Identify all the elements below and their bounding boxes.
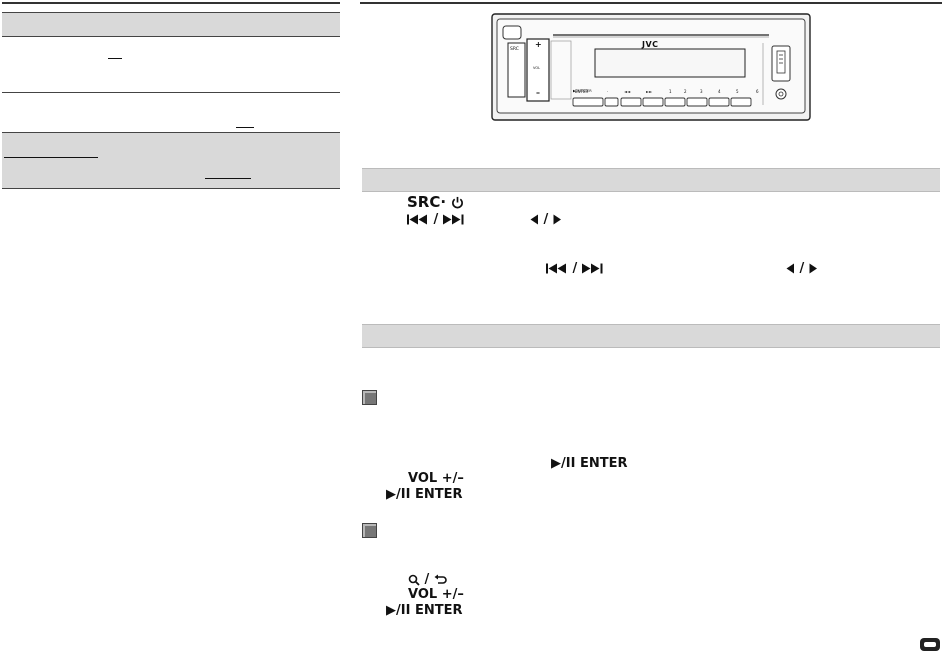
section-header-bar xyxy=(362,168,940,192)
enter-button-label[interactable]: ▶/II ENTER xyxy=(573,89,592,93)
left-arrow-icon xyxy=(530,214,538,225)
table-row xyxy=(2,92,340,133)
prev-track-icon xyxy=(407,214,427,225)
svg-text:ENTER: ENTER xyxy=(575,89,588,94)
prev-track-icon xyxy=(546,263,566,274)
next-track-icon xyxy=(581,263,603,274)
enter-label: ENTER xyxy=(579,456,628,471)
brand-logo: JVC xyxy=(642,40,659,49)
search-back-keys: / xyxy=(408,573,448,586)
play-pause-icon: ▶/II xyxy=(551,456,576,471)
left-right-keys: / xyxy=(530,213,562,226)
section-header-bar xyxy=(362,324,940,348)
table-bottom-rule xyxy=(2,188,340,189)
vol-plus-minus-label: VOL +/– xyxy=(408,471,464,486)
svg-text:·: · xyxy=(607,89,608,94)
next-track-icon xyxy=(442,214,464,225)
play-pause-icon: ▶/II xyxy=(386,487,411,502)
default-value-underline xyxy=(4,157,98,158)
src-power-key: SRC· xyxy=(407,195,464,210)
src-power-label: SRC· xyxy=(407,193,447,211)
table-row-shaded xyxy=(2,132,340,189)
slash-separator: / xyxy=(543,212,549,227)
section-top-rule xyxy=(360,2,942,4)
back-icon xyxy=(434,574,447,584)
step-marker-icon xyxy=(362,390,377,405)
search-icon xyxy=(408,574,420,586)
vol-knob-label: VOL xyxy=(533,66,541,70)
preset-button-3[interactable]: 3 xyxy=(700,89,703,94)
preset-button-6[interactable]: 6 xyxy=(756,89,759,94)
prev-next-keys: / xyxy=(546,262,604,275)
page-badge-icon xyxy=(920,638,940,651)
default-value-underline xyxy=(236,127,254,128)
left-right-keys: / xyxy=(786,262,818,275)
vol-key: VOL +/– xyxy=(408,472,464,485)
enter-key: ▶/II ENTER xyxy=(386,604,462,617)
default-value-underline xyxy=(205,178,251,179)
svg-text:◄◄: ◄◄ xyxy=(624,89,631,94)
table-header-row xyxy=(2,12,340,37)
enter-key: ▶/II ENTER xyxy=(386,488,462,501)
play-pause-icon: ▶/II xyxy=(386,603,411,618)
enter-label: ENTER xyxy=(414,603,463,618)
src-button-label[interactable]: SRC xyxy=(510,47,519,52)
table-top-rule xyxy=(2,2,340,4)
prev-next-keys: / xyxy=(407,213,465,226)
slash-separator: / xyxy=(572,261,578,276)
preset-button-1[interactable]: 1 xyxy=(669,89,672,94)
enter-key: ▶/II ENTER xyxy=(551,457,627,470)
preset-button-2[interactable]: 2 xyxy=(684,89,687,94)
slash-separator: / xyxy=(424,572,430,587)
slash-separator: / xyxy=(433,212,439,227)
svg-text:►►: ►► xyxy=(646,89,653,94)
right-arrow-icon xyxy=(809,263,817,274)
preset-button-4[interactable]: 4 xyxy=(718,89,721,94)
step-marker-icon xyxy=(362,523,377,538)
default-value-underline xyxy=(108,58,122,59)
left-arrow-icon xyxy=(786,263,794,274)
car-receiver-illustration: ENTER · ◄◄ ►► JVC SRC + VOL – ▶/II ENTER… xyxy=(491,13,811,121)
preset-button-5[interactable]: 5 xyxy=(736,89,739,94)
power-icon xyxy=(452,196,464,209)
vol-minus-label[interactable]: – xyxy=(536,88,540,97)
table-row xyxy=(2,36,340,93)
slash-separator: / xyxy=(799,261,805,276)
right-arrow-icon xyxy=(553,214,561,225)
vol-plus-minus-label: VOL +/– xyxy=(408,587,464,602)
vol-key: VOL +/– xyxy=(408,588,464,601)
vol-plus-label[interactable]: + xyxy=(535,40,542,49)
enter-label: ENTER xyxy=(414,487,463,502)
